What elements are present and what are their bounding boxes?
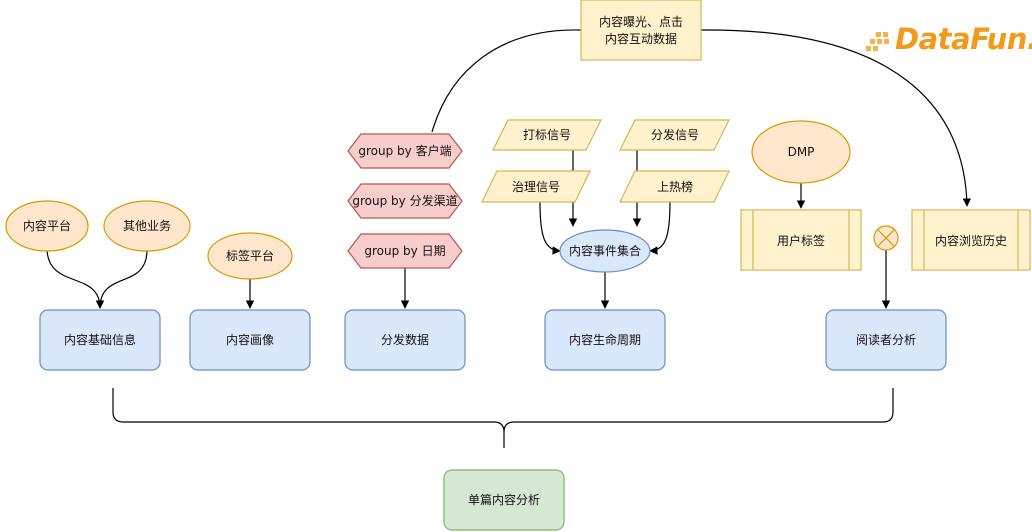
basic-info-label: 内容基础信息 bbox=[64, 332, 136, 347]
content-profile-node: 内容画像 bbox=[189, 309, 311, 371]
logo-text: DataFun. bbox=[895, 22, 1032, 56]
group-by-date-node: group by 日期 bbox=[347, 233, 463, 269]
govern-signal-node: 治理信号 bbox=[481, 170, 591, 203]
browse-history-label: 内容浏览历史 bbox=[935, 233, 1007, 248]
group-by-channel-node: group by 分发渠道 bbox=[347, 183, 463, 219]
arrow-hot-list-to-event-set bbox=[649, 201, 671, 255]
exposure-data-line2: 内容互动数据 bbox=[605, 31, 677, 46]
tag-signal-label: 打标信号 bbox=[523, 128, 571, 142]
brace-bottom bbox=[112, 388, 894, 448]
other-business-node: 其他业务 bbox=[103, 200, 191, 252]
logo-pixel-mark bbox=[866, 30, 894, 52]
distribution-data-node: 分发数据 bbox=[344, 309, 466, 371]
reader-analysis-label: 阅读者分析 bbox=[856, 333, 916, 347]
hot-list-node: 上热榜 bbox=[619, 170, 730, 203]
distribute-signal-node: 分发信号 bbox=[619, 119, 730, 151]
group-by-channel-label: group by 分发渠道 bbox=[352, 193, 457, 208]
exposure-data-box: 内容曝光、点击 内容互动数据 bbox=[580, 0, 702, 61]
connectors bbox=[46, 29, 972, 448]
user-tags-node: 用户标签 bbox=[740, 209, 862, 271]
distribution-data-label: 分发数据 bbox=[381, 332, 429, 347]
user-tags-label: 用户标签 bbox=[777, 233, 825, 248]
distribute-signal-label: 分发信号 bbox=[651, 127, 699, 142]
content-platform-label: 内容平台 bbox=[23, 218, 71, 233]
single-analysis-node: 单篇内容分析 bbox=[443, 469, 565, 531]
other-business-label: 其他业务 bbox=[123, 218, 171, 233]
single-analysis-label: 单篇内容分析 bbox=[468, 492, 540, 507]
govern-signal-label: 治理信号 bbox=[512, 180, 560, 194]
basic-info-node: 内容基础信息 bbox=[39, 309, 161, 371]
browse-history-node: 内容浏览历史 bbox=[911, 209, 1031, 271]
datafun-logo: DataFun. bbox=[866, 22, 1032, 66]
reader-analysis-node: 阅读者分析 bbox=[825, 309, 947, 371]
content-platform-node: 内容平台 bbox=[5, 200, 89, 252]
hot-list-label: 上热榜 bbox=[657, 179, 693, 194]
arrow-other-business-to-basic-info bbox=[95, 249, 148, 309]
group-by-date-label: group by 日期 bbox=[364, 244, 445, 258]
tag-platform-label: 标签平台 bbox=[226, 248, 274, 263]
dmp-label: DMP bbox=[788, 145, 815, 159]
arrow-govern-signal-to-event-set bbox=[539, 201, 561, 255]
group-by-client-node: group by 客户端 bbox=[347, 133, 463, 169]
group-by-client-label: group by 客户端 bbox=[358, 143, 451, 158]
arc-exposure-to-groupby bbox=[431, 29, 582, 133]
tag-platform-node: 标签平台 bbox=[207, 232, 293, 280]
exposure-data-line1: 内容曝光、点击 bbox=[599, 14, 683, 29]
lifecycle-node: 内容生命周期 bbox=[544, 309, 666, 371]
tag-signal-node: 打标信号 bbox=[492, 119, 602, 151]
lifecycle-label: 内容生命周期 bbox=[569, 332, 641, 347]
arrow-content-platform-to-basic-info bbox=[46, 247, 105, 309]
content-profile-label: 内容画像 bbox=[226, 332, 274, 347]
merge-x-icon bbox=[873, 225, 899, 251]
arc-exposure-to-browse-history bbox=[700, 29, 972, 207]
event-set-node: 内容事件集合 bbox=[559, 229, 651, 273]
event-set-label: 内容事件集合 bbox=[569, 243, 641, 258]
dmp-node: DMP bbox=[751, 120, 851, 184]
